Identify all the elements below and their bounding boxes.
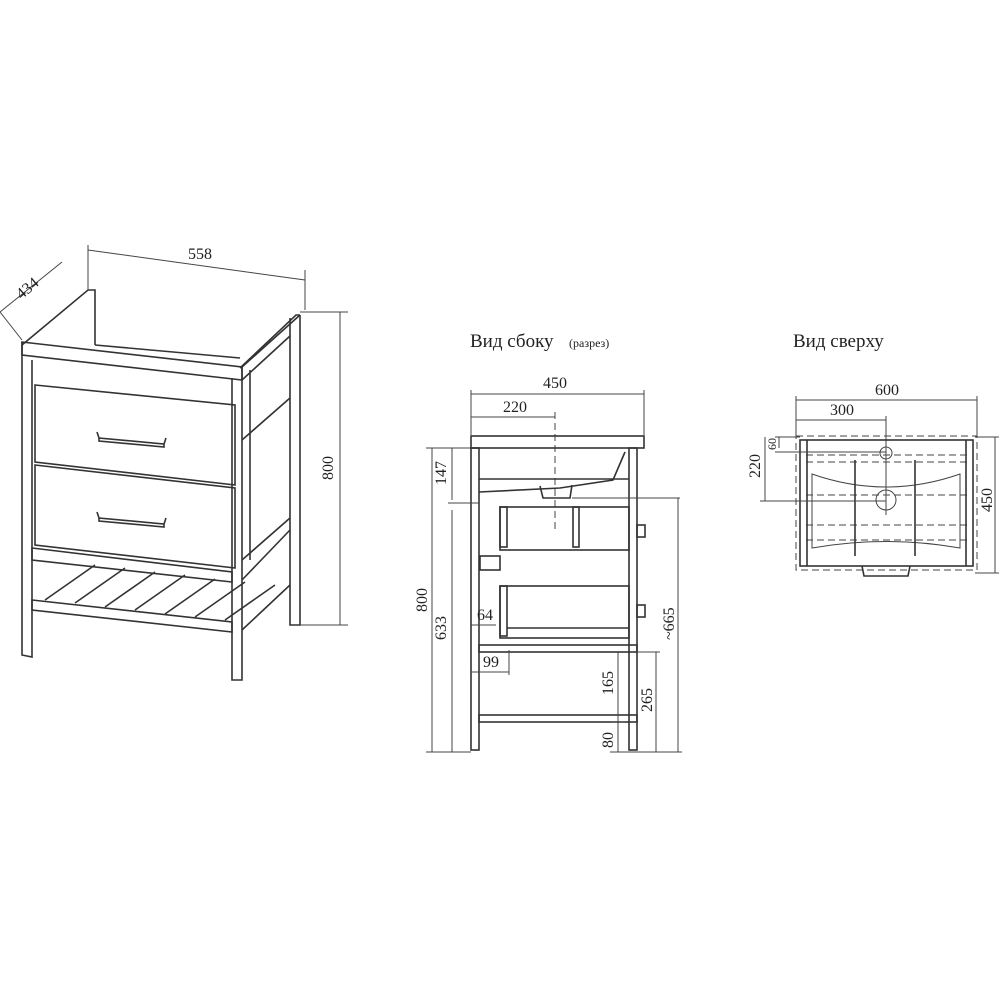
wall-bracket bbox=[479, 555, 501, 571]
drawer-handle bbox=[636, 524, 646, 538]
drawer-handle bbox=[636, 604, 646, 618]
countertop-outline bbox=[795, 435, 978, 571]
dim-depth: 450 bbox=[543, 375, 567, 392]
dim-64: 64 bbox=[477, 607, 493, 624]
dim-80: 80 bbox=[600, 732, 617, 748]
basin-drain bbox=[539, 484, 573, 499]
dim-basin: 147 bbox=[433, 461, 450, 485]
drawer-handle bbox=[96, 511, 167, 528]
dim-width: 558 bbox=[188, 246, 212, 263]
dim-665: ~665 bbox=[661, 607, 678, 640]
side-view: Вид сбоку (разрез) 450 220 bbox=[414, 331, 682, 753]
side-view-subtitle: (разрез) bbox=[569, 336, 609, 350]
dim-265: 265 bbox=[639, 688, 656, 712]
dim-width: 600 bbox=[875, 382, 899, 399]
side-view-title: Вид сбоку bbox=[470, 331, 554, 352]
bottom-shelf bbox=[478, 714, 638, 723]
dim-165: 165 bbox=[600, 671, 617, 695]
drawer-handle bbox=[861, 565, 911, 577]
dim-99: 99 bbox=[483, 654, 499, 671]
dim-depth: 450 bbox=[979, 488, 996, 512]
top-view-title: Вид сверху bbox=[793, 331, 884, 352]
isometric-view: 558 434 800 bbox=[0, 245, 348, 681]
basin-outline bbox=[811, 473, 961, 549]
dim-220: 220 bbox=[747, 454, 764, 478]
dim-center: 300 bbox=[830, 402, 854, 419]
dim-633: 633 bbox=[433, 616, 450, 640]
upper-drawer bbox=[34, 384, 236, 486]
faucet-hole bbox=[879, 446, 893, 460]
drawer-handle bbox=[96, 431, 167, 448]
dim-60: 60 bbox=[765, 438, 779, 450]
countertop bbox=[470, 435, 645, 449]
dim-depth: 434 bbox=[13, 274, 42, 302]
shelf-slats bbox=[44, 564, 276, 621]
top-view: Вид сверху 600 300 60 220 450 bbox=[747, 331, 999, 577]
dim-drain-offset: 220 bbox=[503, 399, 527, 416]
lower-drawer bbox=[34, 464, 236, 569]
drain-hole bbox=[875, 489, 897, 511]
dim-height: 800 bbox=[414, 588, 431, 612]
dim-height: 800 bbox=[320, 456, 337, 480]
